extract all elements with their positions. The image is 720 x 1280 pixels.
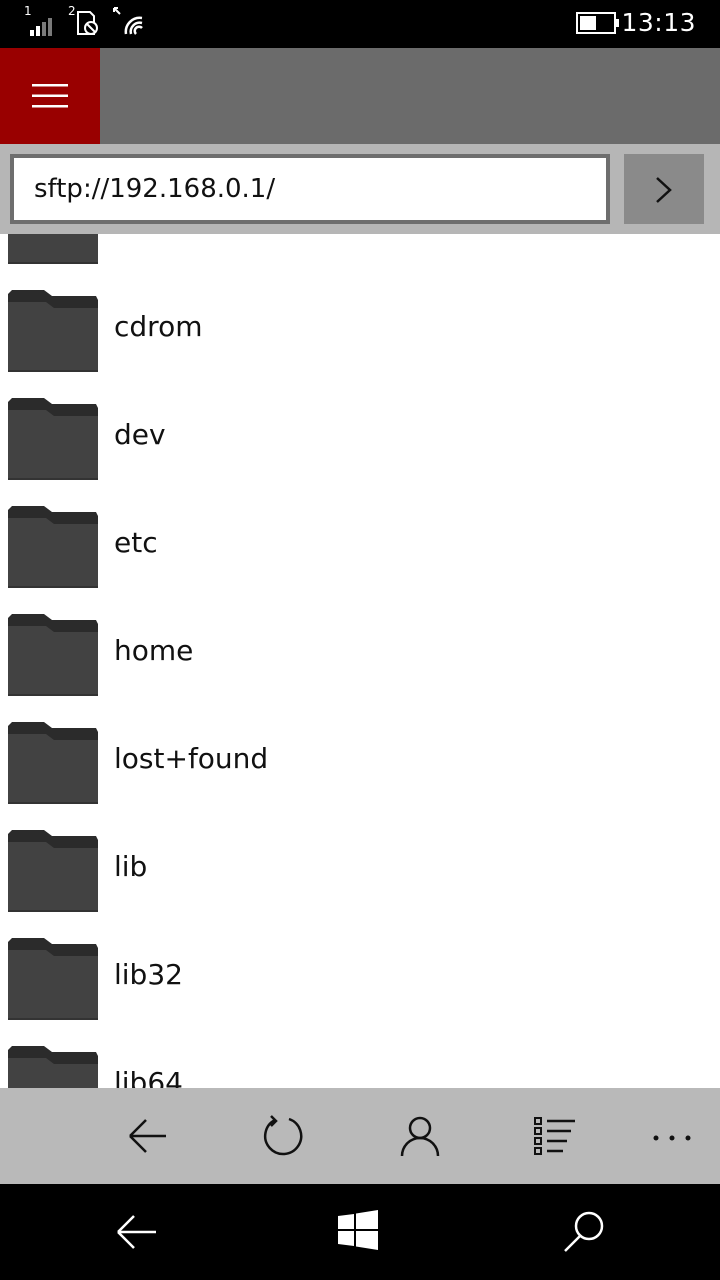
folder-icon [8, 614, 98, 696]
back-arrow-icon [129, 1119, 166, 1153]
more-icon [653, 1135, 691, 1141]
address-bar [0, 144, 720, 234]
list-view-icon [534, 1117, 575, 1155]
list-item[interactable]: etc [0, 482, 720, 590]
folder-name: lost+found [114, 742, 269, 775]
folder-icon [8, 398, 98, 480]
folder-name: etc [114, 526, 158, 559]
more-button[interactable] [650, 1114, 694, 1158]
nav-back-button[interactable] [114, 1210, 158, 1254]
folder-name: lib64 [114, 1066, 183, 1088]
folder-icon [8, 830, 98, 912]
file-list: boot cdrom dev etc home [0, 234, 720, 1088]
search-icon [564, 1211, 604, 1252]
folder-name: boot [114, 234, 177, 235]
folder-icon [8, 506, 98, 588]
folder-name: home [114, 634, 194, 667]
refresh-button[interactable] [261, 1114, 305, 1158]
sim1-label: 1 [24, 4, 32, 18]
account-button[interactable] [398, 1114, 442, 1158]
list-item[interactable]: lib32 [0, 914, 720, 1022]
nav-bar [0, 1184, 720, 1280]
folder-name: lib32 [114, 958, 183, 991]
list-item[interactable]: dev [0, 374, 720, 482]
search-button[interactable] [562, 1210, 606, 1254]
folder-icon [8, 722, 98, 804]
list-item[interactable]: lib [0, 806, 720, 914]
app-header [0, 48, 720, 144]
list-item[interactable]: cdrom [0, 266, 720, 374]
refresh-icon [263, 1115, 303, 1156]
signal-icon [30, 18, 52, 36]
hamburger-icon [32, 84, 68, 108]
sim-blocked-icon [77, 11, 98, 35]
clock: 13:13 [621, 8, 696, 37]
folder-icon [8, 290, 98, 372]
list-item[interactable]: lost+found [0, 698, 720, 806]
sim2-label: 2 [68, 4, 76, 18]
list-item[interactable]: lib64 [0, 1022, 720, 1088]
windows-start-icon [338, 1210, 378, 1250]
folder-name: dev [114, 418, 166, 451]
folder-name: lib [114, 850, 148, 883]
url-input[interactable] [10, 154, 610, 224]
battery-icon [576, 12, 619, 34]
menu-button[interactable] [0, 48, 100, 144]
folder-icon [8, 1046, 98, 1088]
folder-icon [8, 234, 98, 264]
folder-icon [8, 938, 98, 1020]
folder-name: cdrom [114, 310, 203, 343]
list-item[interactable]: boot [0, 234, 720, 266]
wifi-icon [113, 7, 143, 35]
back-button[interactable] [126, 1114, 170, 1158]
go-button[interactable] [624, 154, 704, 224]
list-item[interactable]: home [0, 590, 720, 698]
start-button[interactable] [338, 1210, 382, 1254]
status-bar: 1 2 13:13 [0, 0, 720, 48]
app-bar [0, 1088, 720, 1184]
nav-back-icon [117, 1215, 156, 1249]
list-view-button[interactable] [533, 1114, 577, 1158]
account-icon [400, 1116, 440, 1157]
chevron-right-icon [656, 177, 672, 203]
